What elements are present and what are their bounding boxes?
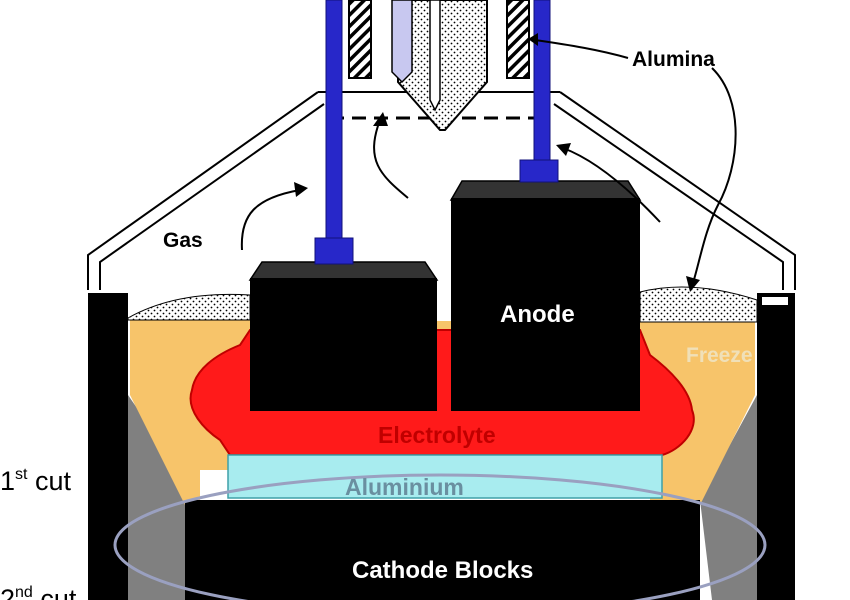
anode-rod-left [314,0,354,265]
cathode-blocks-label: Cathode Blocks [352,557,533,584]
first-cut-label: 1st cut [0,466,72,496]
aluminium-label: Aluminium [345,474,464,500]
cathode-highlight-ellipse [113,473,767,600]
second-cut-label: 2nd cut [0,584,77,600]
anode-label: Anode [500,301,575,328]
alumina-feeder [348,0,530,131]
alumina-crust [127,286,758,323]
anode-right [449,180,642,411]
gas-label: Gas [163,229,203,252]
aluminium-layer [227,454,663,499]
electrolyte-label: Electrolyte [378,422,496,448]
cathode-blocks [185,500,700,600]
freeze-label: Freeze [686,344,753,367]
gas-flow-arrows [240,112,661,251]
alumina-arrows [528,33,737,292]
anode-left [248,261,439,411]
cell-shell [88,293,795,600]
alumina-label: Alumina [632,48,715,71]
